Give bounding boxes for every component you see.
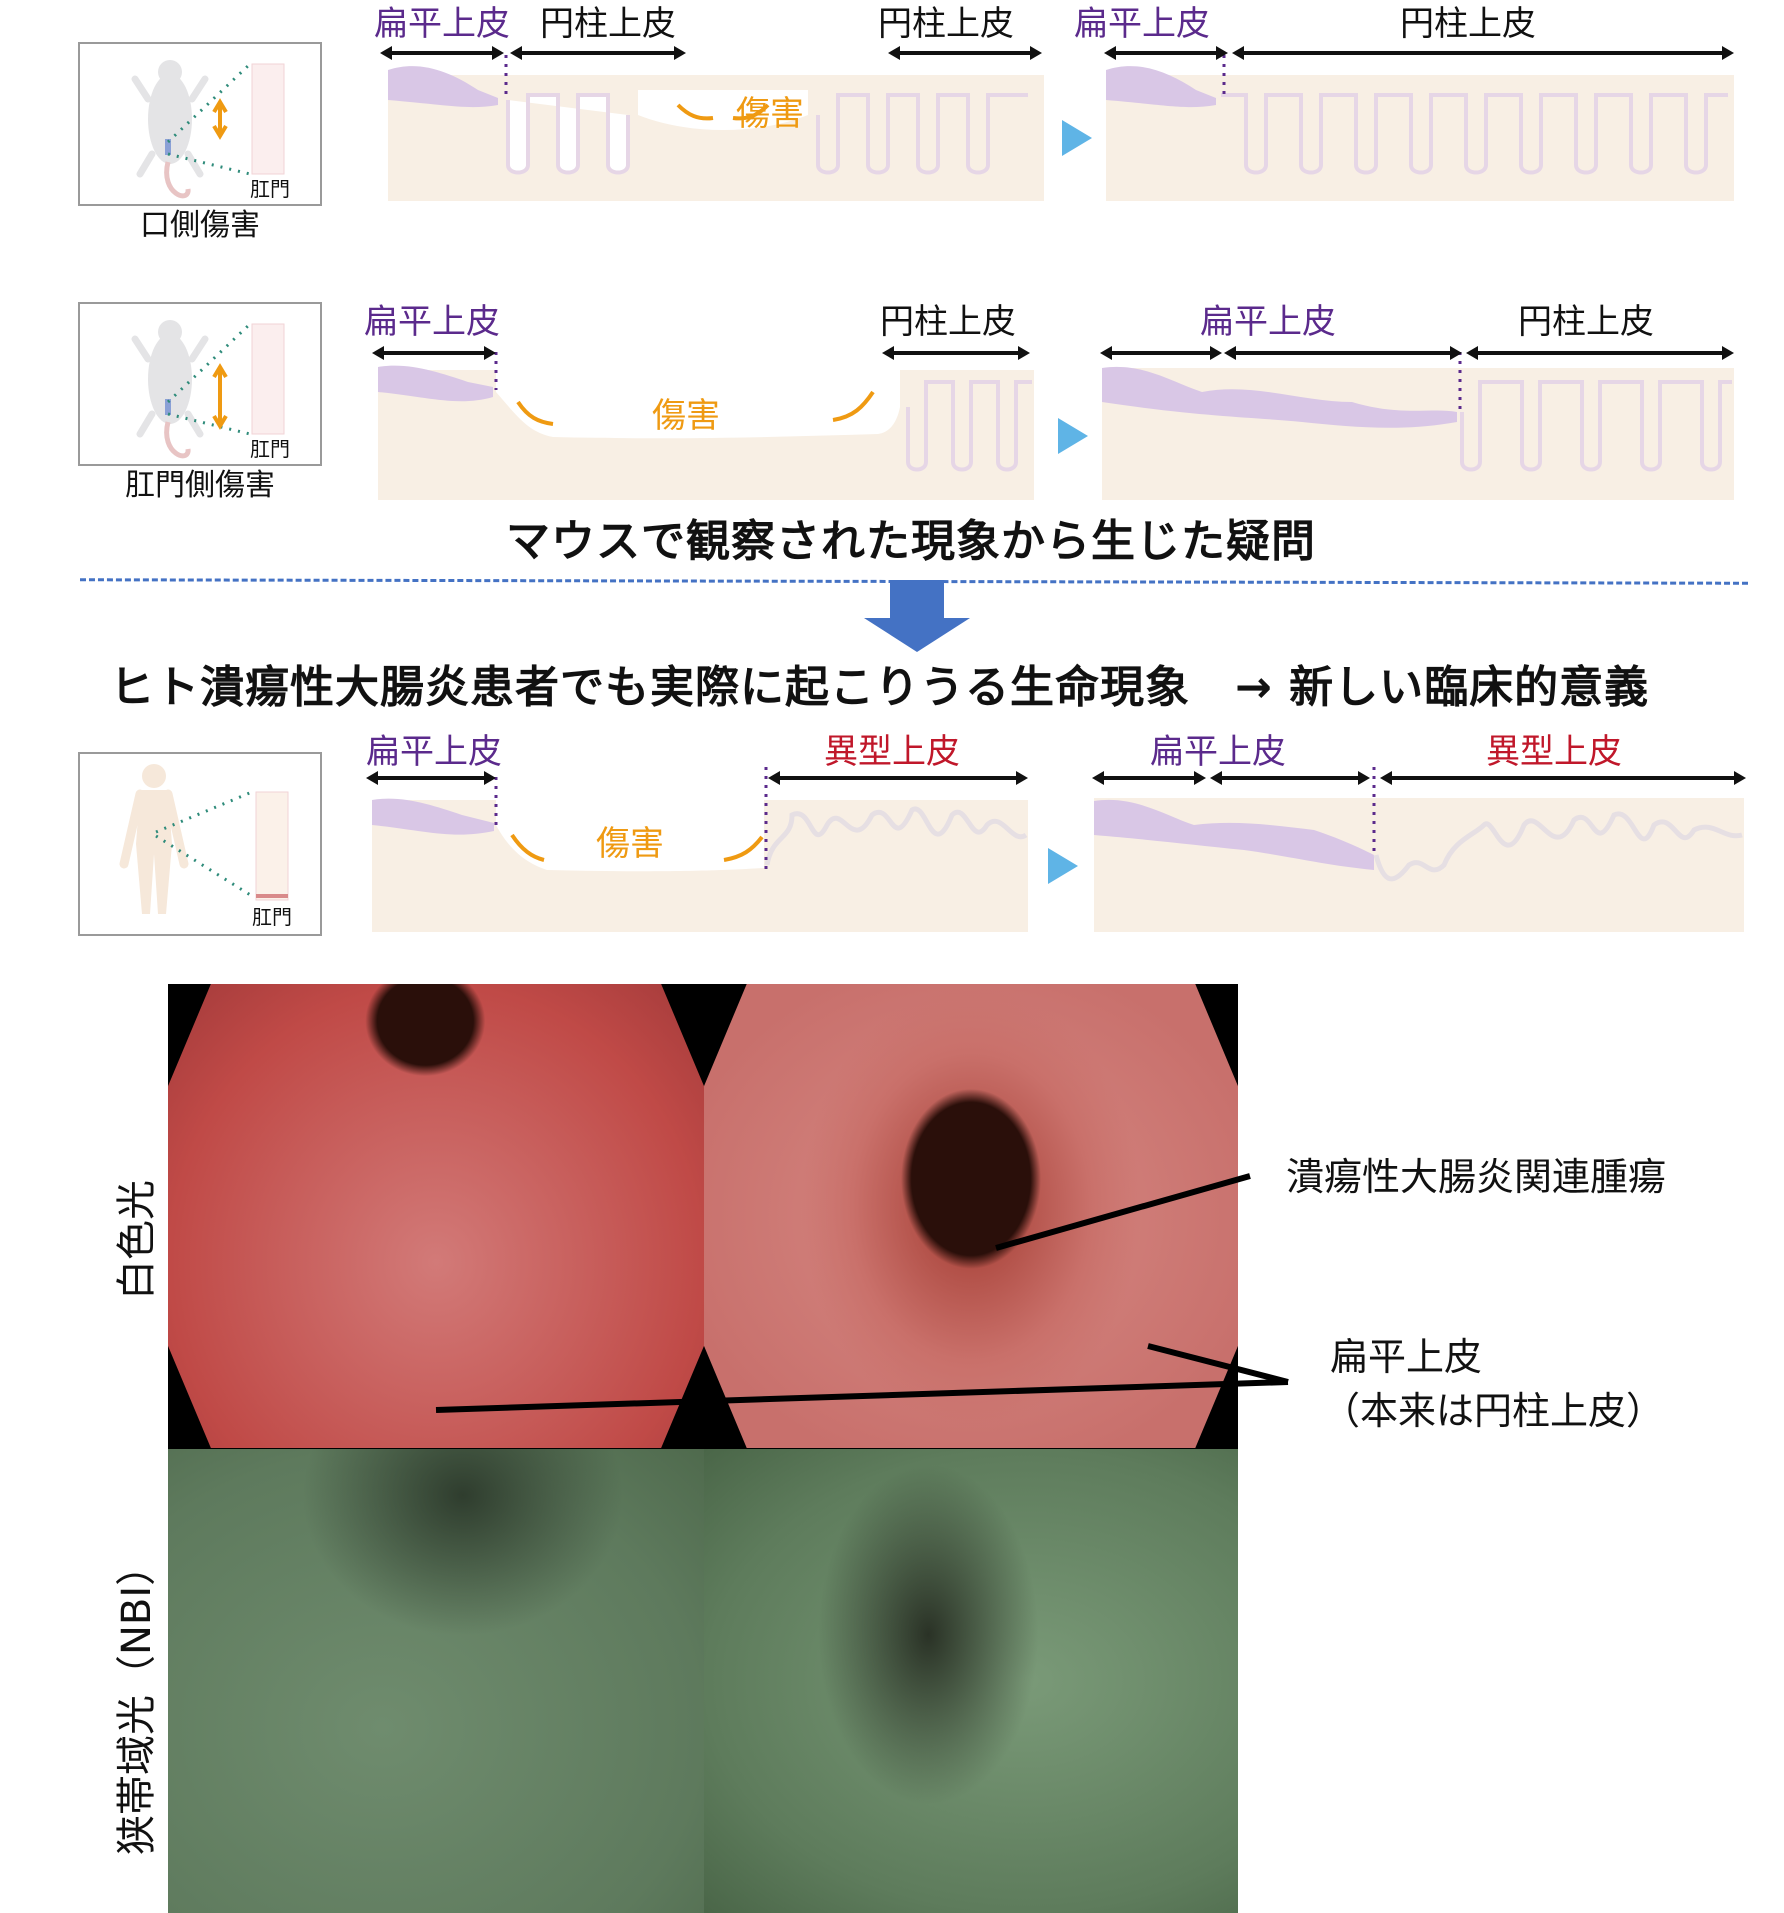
label-columnar: 円柱上皮 <box>878 4 1014 44</box>
anus-label: 肛門 <box>252 905 292 929</box>
label-squamous: 扁平上皮 <box>364 302 500 342</box>
transition-triangle-icon <box>1062 120 1092 156</box>
anus-label: 肛門 <box>250 437 290 461</box>
label-columnar: 円柱上皮 <box>880 302 1016 342</box>
tissue-panel-row2-after <box>1102 368 1734 500</box>
squamous-annotation-note: （本来は円柱上皮） <box>1322 1389 1665 1433</box>
mouse-diagram-box-anal: 肛門 <box>78 302 322 466</box>
label-injury: 傷害 <box>736 94 804 134</box>
epithelium-row2-after <box>1102 352 1732 472</box>
span-arrows-row2-before <box>372 346 1030 360</box>
endoscopy-image-nbi-1 <box>168 1449 704 1913</box>
span-arrows-row2-after <box>1100 346 1734 360</box>
tumor-annotation: 潰瘍性大腸炎関連腫瘍 <box>1286 1155 1667 1199</box>
label-atypical: 異型上皮 <box>1486 732 1622 772</box>
epithelium-row1-before <box>388 55 1028 175</box>
down-arrow-icon <box>864 580 970 652</box>
endoscopy-grid <box>168 984 1238 1913</box>
label-columnar: 円柱上皮 <box>1518 302 1654 342</box>
mouse-illustration-icon <box>131 60 285 199</box>
transition-triangle-icon <box>1048 848 1078 884</box>
epithelium-row3-before <box>372 767 1028 872</box>
mouse-illustration-icon <box>131 320 285 459</box>
endoscopy-image-nbi-2 <box>704 1449 1238 1913</box>
human-diagram-box: 肛門 <box>78 752 322 936</box>
span-arrows-row1-before <box>380 46 1042 60</box>
squamous-annotation: 扁平上皮 <box>1330 1335 1483 1379</box>
label-atypical: 異型上皮 <box>824 732 960 772</box>
label-squamous: 扁平上皮 <box>374 4 510 44</box>
anal-injury-caption: 肛門側傷害 <box>125 468 275 503</box>
label-squamous: 扁平上皮 <box>1150 732 1286 772</box>
label-columnar: 円柱上皮 <box>540 4 676 44</box>
span-arrows-row1-after <box>1104 46 1734 60</box>
epithelium-row3-after <box>1094 767 1743 882</box>
label-injury: 傷害 <box>596 824 664 864</box>
epithelium-row2-before <box>378 352 1032 472</box>
label-columnar: 円柱上皮 <box>1400 4 1536 44</box>
label-squamous: 扁平上皮 <box>366 732 502 772</box>
human-illustration-icon <box>119 764 289 914</box>
endoscopy-image-white-light-2 <box>704 984 1238 1448</box>
span-arrows-row3-before <box>366 771 1028 785</box>
label-injury: 傷害 <box>652 396 720 436</box>
anus-label: 肛門 <box>250 177 290 201</box>
label-squamous: 扁平上皮 <box>1200 302 1336 342</box>
oral-injury-caption: 口側傷害 <box>140 208 260 243</box>
transition-triangle-icon <box>1058 418 1088 454</box>
span-arrows-row3-after <box>1092 771 1746 785</box>
label-squamous: 扁平上皮 <box>1074 4 1210 44</box>
endoscopy-image-white-light-1 <box>168 984 704 1448</box>
mouse-diagram-box-oral: 肛門 <box>78 42 322 206</box>
question-title: マウスで観察された現象から生じた疑問 <box>506 516 1316 567</box>
epithelium-row1-after <box>1106 55 1728 175</box>
conclusion-title: ヒト潰瘍性大腸炎患者でも実際に起こりうる生命現象 → 新しい臨床的意義 <box>110 662 1650 713</box>
